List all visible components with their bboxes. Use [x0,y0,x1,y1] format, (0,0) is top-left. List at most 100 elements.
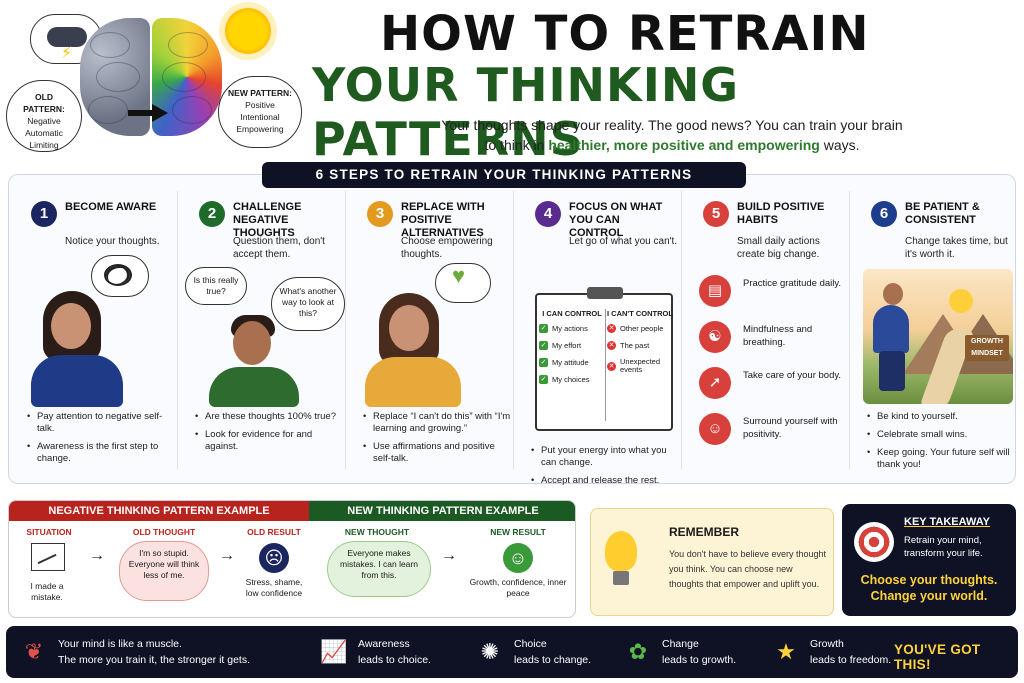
people-icon: ☺ [699,413,731,445]
step-number: 6 [871,201,897,227]
tangled-thought-icon [91,255,149,297]
chart-up-icon: 📈 [320,639,348,664]
mountain-path-illustration: GROWTH MINDSET [863,269,1013,404]
step-6: 6 BE PATIENT & CONSISTENT Change takes t… [853,193,1013,481]
thought-bubble: Is this really true? [185,267,247,305]
remember-text: You don't have to believe every thought … [669,549,827,589]
remember-title: REMEMBER [669,525,740,539]
can-control-column: I CAN CONTROL ✓My actions ✓My effort ✓My… [539,309,602,384]
step-bullets: Replace “I can't do this” with “I'm lear… [363,411,513,471]
step-bullets: Pay attention to negative self-talk. Awa… [27,411,177,471]
brain-outline-icon: ✺ [480,639,500,664]
title-line-2: YOUR THINKING PATTERNS [312,58,740,166]
step-4: 4 FOCUS ON WHAT YOU CAN CONTROL Let go o… [517,193,678,487]
new-pattern-cloud: NEW PATTERN: Positive Intentional Empowe… [218,76,302,148]
steps-panel: 1 BECOME AWARE Notice your thoughts. Pay… [8,174,1016,487]
step-desc: Question them, don't accept them. [233,236,325,260]
x-icon: ✕ [607,324,616,333]
check-icon: ✓ [539,324,548,333]
old-thought-bubble: I'm so stupid. Everyone will think less … [119,541,209,601]
step-number: 5 [703,201,729,227]
key-takeaway-box: KEY TAKEAWAY Retrain your mind, transfor… [842,504,1016,616]
step-title: REPLACE WITH POSITIVE ALTERNATIVES [401,201,485,239]
new-example-header: NEW THINKING PATTERN EXAMPLE [309,501,575,521]
habit-positivity: ☺ Surround yourself with positivity. [699,413,849,453]
thinking-woman [23,289,133,407]
old-pattern-cloud: OLD PATTERN: Negative Automatic Limiting [6,80,82,152]
thinking-man [201,315,311,407]
takeaway-title: KEY TAKEAWAY [904,516,990,528]
gray-brain-half [80,18,150,136]
running-icon: ➚ [699,367,731,399]
x-icon: ✕ [607,341,616,350]
step-bullets: Be kind to yourself. Celebrate small win… [867,411,1017,477]
arrow-right-icon: → [441,547,457,564]
step-title: FOCUS ON WHAT YOU CAN CONTROL [569,201,663,239]
check-icon: ✓ [539,358,548,367]
step-desc: Change takes time, but it's worth it. [905,236,1008,260]
step-bullets: Put your energy into what you can change… [531,445,681,493]
arrow-right-icon: → [89,547,105,564]
book-icon: ▤ [699,275,731,307]
old-result-text: Stress, shame, low confidence [245,577,303,598]
step-desc: Choose empowering thoughts. [401,236,493,260]
smiling-woman [359,293,469,407]
meditation-icon: ☯ [699,321,731,353]
happy-face-icon: ☺ [503,543,533,573]
step-desc: Notice your thoughts. [65,236,160,247]
step-desc: Let go of what you can't. [569,236,678,247]
step-3: 3 REPLACE WITH POSITIVE ALTERNATIVES Cho… [349,193,510,481]
sad-face-icon: ☹ [259,543,289,573]
growth-mindset-sign: GROWTH MINDSET [965,335,1009,361]
new-thought-bubble: Everyone makes mistakes. I can learn fro… [327,541,431,597]
remember-box: REMEMBER You don't have to believe every… [590,508,834,616]
step-2: 2 CHALLENGE NEGATIVE THOUGHTS Question t… [181,193,345,481]
footer-bar: ❦ Your mind is like a muscle.The more yo… [6,626,1018,678]
presentation-board-icon [31,543,65,571]
step-title: CHALLENGE NEGATIVE THOUGHTS [233,201,302,239]
transform-arrow-icon [128,104,168,122]
step-number: 3 [367,201,393,227]
colorful-brain-half [152,18,222,136]
step-5: 5 BUILD POSITIVE HABITS Small daily acti… [685,193,845,481]
lightbulb-icon [605,531,637,571]
step-1: 1 BECOME AWARE Notice your thoughts. Pay… [13,193,173,481]
situation-text: I made a mistake. [30,581,64,602]
cant-control-column: I CAN'T CONTROL ✕Other people ✕The past … [607,309,673,374]
brain-icon: ❦ [24,639,44,664]
heart-thought-icon: ♥ [435,263,491,303]
takeaway-slogan: Choose your thoughts. Change your world. [860,573,998,603]
steps-banner: 6 STEPS TO RETRAIN YOUR THINKING PATTERN… [262,162,746,188]
x-icon: ✕ [607,361,616,371]
thought-bubble: What's another way to look at this? [271,277,345,331]
subtitle: Your thoughts shape your reality. The go… [441,117,903,153]
check-icon: ✓ [539,341,548,350]
control-clipboard: I CAN CONTROL ✓My actions ✓My effort ✓My… [535,287,673,431]
habit-mindfulness: ☯ Mindfulness and breathing. [699,321,849,361]
step-title: BECOME AWARE [65,201,157,213]
title-line-1: HOW TO RETRAIN [380,6,870,62]
footer-item-muscle: ❦ Your mind is like a muscle.The more yo… [18,634,308,670]
habit-body: ➚ Take care of your body. [699,367,849,407]
arrow-right-icon: → [219,547,235,564]
takeaway-text: Retrain your mind, transform your life. [904,535,983,559]
thinking-pattern-examples: NEGATIVE THINKING PATTERN EXAMPLE NEW TH… [8,500,576,618]
step-number: 1 [31,201,57,227]
header: ⚡ OLD PATTERN: Negative Automatic Limiti… [0,0,1024,166]
negative-example-header: NEGATIVE THINKING PATTERN EXAMPLE [9,501,309,521]
step-number: 4 [535,201,561,227]
habit-gratitude: ▤ Practice gratitude daily. [699,275,849,315]
brain-illustration: ⚡ [30,8,271,158]
step-bullets: Are these thoughts 100% true? Look for e… [195,411,345,459]
step-desc: Small daily actions create big change. [737,236,820,260]
check-icon: ✓ [539,375,548,384]
cta-text: YOU'VE GOT THIS! [894,642,981,672]
person-star-icon: ★ [776,639,796,664]
sun-icon [225,8,271,54]
sprout-icon: ✿ [628,639,648,664]
step-number: 2 [199,201,225,227]
